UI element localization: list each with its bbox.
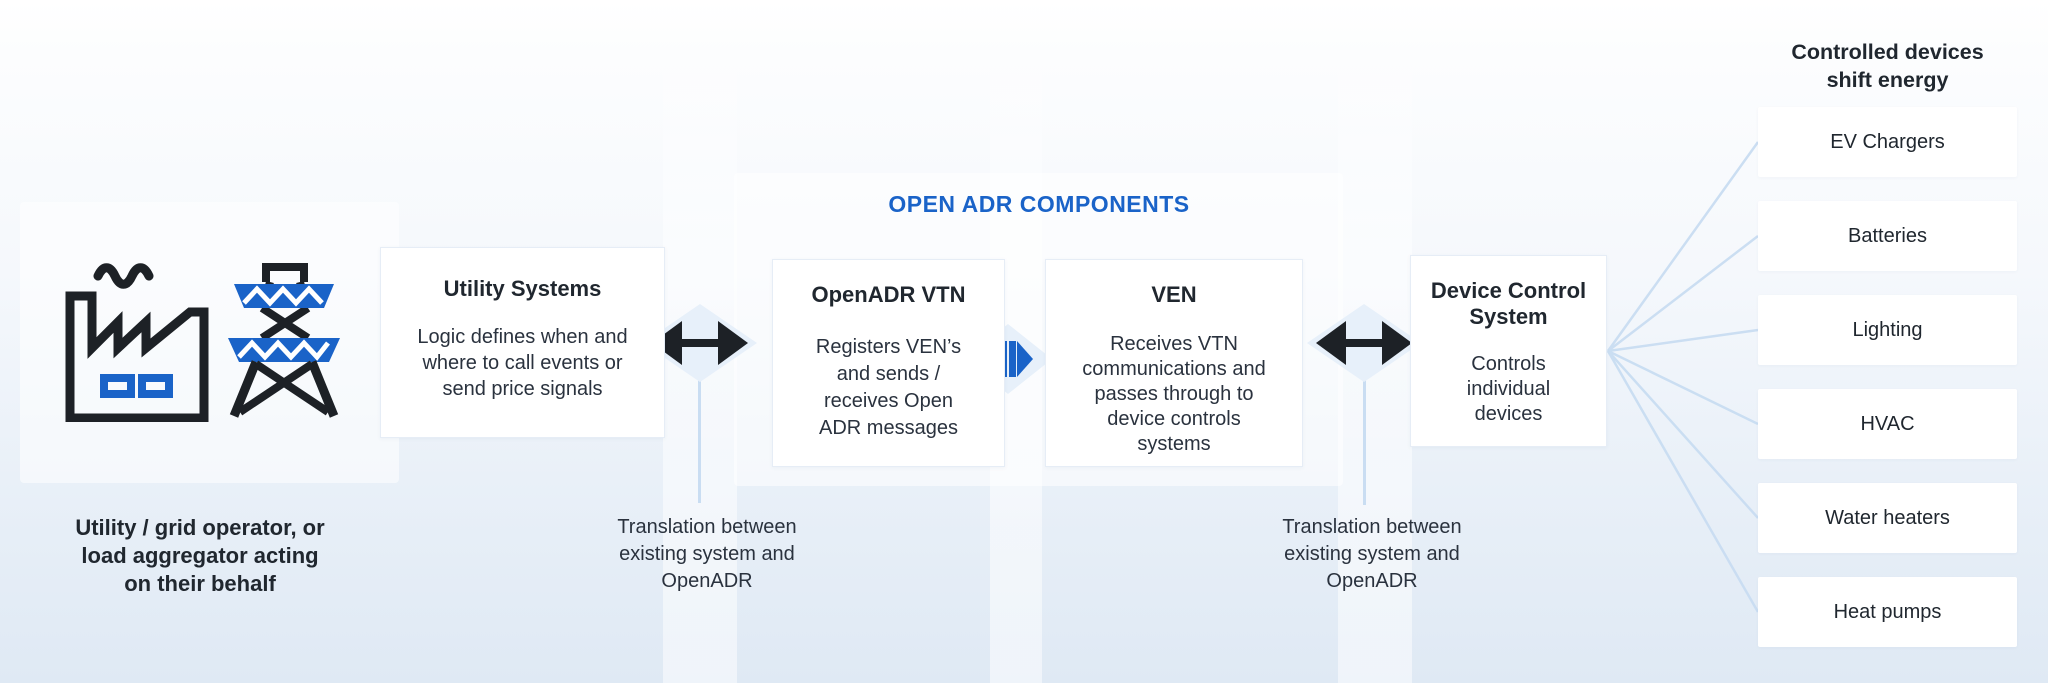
device-label: Heat pumps	[1833, 600, 1942, 623]
device-box-hvac: HVAC	[1758, 389, 2017, 459]
ven-body: Receives VTN communications and passes t…	[1082, 333, 1266, 455]
device-control-card: Device Control System Controls individua…	[1410, 255, 1607, 447]
device-label: HVAC	[1860, 412, 1915, 435]
factory-icon	[65, 263, 209, 422]
device-box-heat-pumps: Heat pumps	[1758, 577, 2017, 647]
device-box-batteries: Batteries	[1758, 201, 2017, 271]
translation-label-right: Translation between existing system and …	[1282, 516, 1462, 592]
device-control-body: Controls individual devices	[1466, 353, 1551, 425]
device-control-title: Device Control System	[1430, 278, 1587, 329]
vtn-body: Registers VEN’s and sends / receives Ope…	[815, 336, 962, 439]
device-label: Batteries	[1848, 224, 1927, 247]
device-label: Water heaters	[1825, 506, 1950, 529]
device-label: Lighting	[1852, 318, 1923, 341]
vtn-title: OpenADR VTN	[811, 282, 966, 307]
device-box-lighting: Lighting	[1758, 295, 2017, 365]
translation-label-left: Translation between existing system and …	[617, 516, 797, 592]
connector-line	[698, 343, 701, 503]
device-label: EV Chargers	[1830, 130, 1945, 153]
device-box-water-heaters: Water heaters	[1758, 483, 2017, 553]
utility-operator-caption: Utility / grid operator, or load aggrega…	[75, 515, 325, 596]
ven-title: VEN	[1151, 282, 1197, 307]
ven-card: VEN Receives VTN communications and pass…	[1045, 259, 1303, 467]
connector-line	[1363, 343, 1366, 505]
black-double-arrow-icon	[1316, 321, 1412, 365]
openadr-heading: OPEN ADR COMPONENTS	[888, 191, 1190, 217]
black-double-arrow-icon	[652, 321, 748, 365]
transmission-tower-icon	[228, 263, 340, 418]
openadr-vtn-card: OpenADR VTN Registers VEN’s and sends / …	[772, 259, 1005, 467]
device-box-ev-chargers: EV Chargers	[1758, 107, 2017, 177]
utility-systems-card: Utility Systems Logic defines when and w…	[380, 247, 665, 438]
utility-systems-body: Logic defines when and where to call eve…	[417, 326, 628, 400]
utility-systems-title: Utility Systems	[443, 276, 602, 301]
controlled-devices-heading: Controlled devices shift energy	[1791, 40, 1984, 92]
